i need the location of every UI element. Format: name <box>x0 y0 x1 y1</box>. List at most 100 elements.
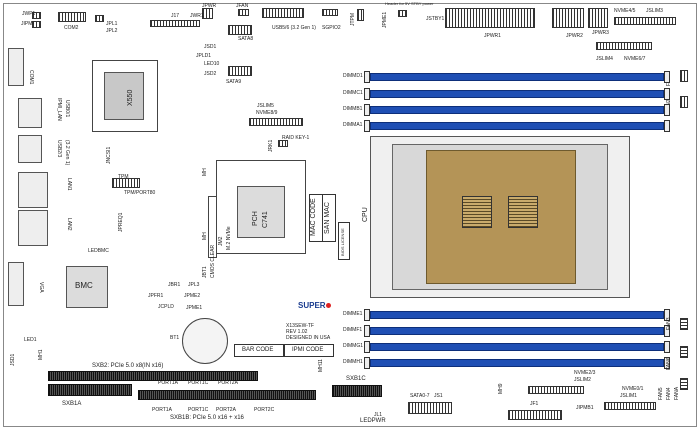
pch-chip <box>237 186 285 238</box>
dimm-slot[interactable] <box>370 73 664 81</box>
jpwr-label: JPWR <box>202 3 217 9</box>
jslim5-label: JSLIM5 <box>257 103 274 109</box>
jsd1-label: JSD1 <box>204 44 217 50</box>
mh1-label: MH1 <box>38 349 44 360</box>
sxb1c-slot[interactable] <box>332 385 382 397</box>
dimm-clip <box>664 120 670 132</box>
port1c-top-label: PORT1C <box>188 380 209 386</box>
dimm-label: DIMMB1 <box>343 106 363 112</box>
dimm-clip <box>664 104 670 116</box>
jfan-label: JFAN <box>236 3 249 9</box>
dimm-clip <box>664 325 670 337</box>
nvme89-label: NVME8/9 <box>256 110 278 116</box>
jipmb-label: JIPMB1 <box>576 405 594 411</box>
jstby-label: JSTBY1 <box>426 16 445 22</box>
sxb2-slot[interactable] <box>48 371 258 381</box>
port2a-top-label: PORT2A <box>218 380 238 386</box>
nvme01-label: NVME0/1 <box>622 386 644 392</box>
dimm-slot[interactable] <box>370 106 664 114</box>
dimm-clip <box>364 357 370 369</box>
jpl3-label: JPL3 <box>188 282 200 288</box>
vga-label: VGA <box>38 282 44 293</box>
jsd1-rear-label: JSD1 <box>10 353 16 366</box>
pch-label: PCH <box>252 211 259 226</box>
jrk-label: JRK1 <box>268 139 274 152</box>
cpu-pad-grid-left <box>462 196 492 228</box>
jslim1-connector <box>604 402 656 410</box>
dimm-clip <box>364 309 370 321</box>
dimm-slot[interactable] <box>370 311 664 319</box>
jpwr-header <box>202 8 213 19</box>
jpme2-label: JPME2 <box>184 293 201 299</box>
dimm-slot[interactable] <box>370 122 664 130</box>
jpld-label: JPLD1 <box>196 53 212 59</box>
mac-code-label: MAC CODE <box>310 198 317 236</box>
dimm-slot[interactable] <box>370 90 664 98</box>
sxb2-label: SXB2: PCIe 5.0 x8(IN x16) <box>92 363 164 369</box>
fan1-header <box>680 70 688 82</box>
jpl1-label: JPL1 <box>106 21 118 27</box>
cpu-label: CPU <box>362 207 369 222</box>
fan4-header <box>680 346 688 358</box>
fan5-header <box>680 378 688 390</box>
fan2-header <box>680 96 688 108</box>
dimm-clip <box>664 341 670 353</box>
jl1-label: JL1 <box>374 412 383 418</box>
sxb1a-slot[interactable] <box>48 384 132 396</box>
mh9-label: MH9 <box>498 383 504 394</box>
fan4-label: FAN4 <box>666 387 672 400</box>
cmos-clear-label: CMOS CLEAR <box>210 244 216 278</box>
jpl2-label: JPL2 <box>106 28 118 34</box>
j17-header <box>150 20 200 27</box>
port1a-top-label: PORT1A <box>158 380 178 386</box>
jslim1-label: JSLIM1 <box>620 393 637 399</box>
jipmi-label: JIPMI <box>21 21 34 27</box>
lan2-label: LAN2 <box>66 218 72 231</box>
usb56-header <box>262 8 304 18</box>
jbr-label: JBR1 <box>168 282 181 288</box>
dimm-label: DIMMD1 <box>343 73 363 79</box>
tpm-label: TPM <box>118 174 129 180</box>
mh11-label: MH11 <box>318 359 324 372</box>
dimm-label: DIMMH1 <box>343 359 363 365</box>
sata9-label: SATA9 <box>226 79 242 85</box>
jslim5-connector <box>249 118 303 126</box>
dimm-slot[interactable] <box>370 359 664 367</box>
usb01-label: USB0/1 <box>64 100 70 118</box>
bt1-battery <box>182 318 228 364</box>
jstby-header <box>398 10 407 17</box>
rev-label: REV 1.02 <box>286 329 308 335</box>
jpme1-label: JPME1 <box>186 305 203 311</box>
fan3-label: FAN3 <box>666 317 672 330</box>
jslim3-connector <box>614 17 676 25</box>
ipmi-lan-label: IPMI_LAN <box>56 98 62 121</box>
dimm-slot[interactable] <box>370 343 664 351</box>
sata8-label: SATA8 <box>238 36 254 42</box>
port1a-label: PORT1A <box>152 407 172 413</box>
jpme-label: JPME1 <box>382 11 388 28</box>
jslim2-connector <box>528 386 584 394</box>
dimm-clip <box>664 71 670 83</box>
jslim2-label: JSLIM2 <box>574 377 591 383</box>
san-mac-box <box>322 194 336 242</box>
jf1-header <box>508 410 562 420</box>
ledbmc-label: LEDBMC <box>88 248 109 254</box>
bt1-label: BT1 <box>170 335 180 341</box>
vga-port <box>8 262 24 306</box>
jrk-header <box>278 140 288 147</box>
jbt1-label: JBT1 <box>202 266 208 278</box>
lan1-port <box>18 172 48 208</box>
raid-key-label: RAID KEY-1 <box>282 135 310 141</box>
sxb1b-slot[interactable] <box>138 390 316 400</box>
jtpm-label: JTPM <box>350 12 356 26</box>
c741-label: C741 <box>262 211 269 228</box>
jpwr-note: Header for 5V STBY power <box>385 1 434 6</box>
led10-label: LED10 <box>204 61 220 67</box>
ipmi-lan-port <box>18 98 42 128</box>
dimm-slot[interactable] <box>370 327 664 335</box>
dimm-label: DIMMA1 <box>343 122 363 128</box>
x550-chip <box>104 72 144 120</box>
com2-header <box>58 12 86 22</box>
fan5-label: FAN5 <box>658 387 664 400</box>
sata9-connector <box>228 66 252 76</box>
